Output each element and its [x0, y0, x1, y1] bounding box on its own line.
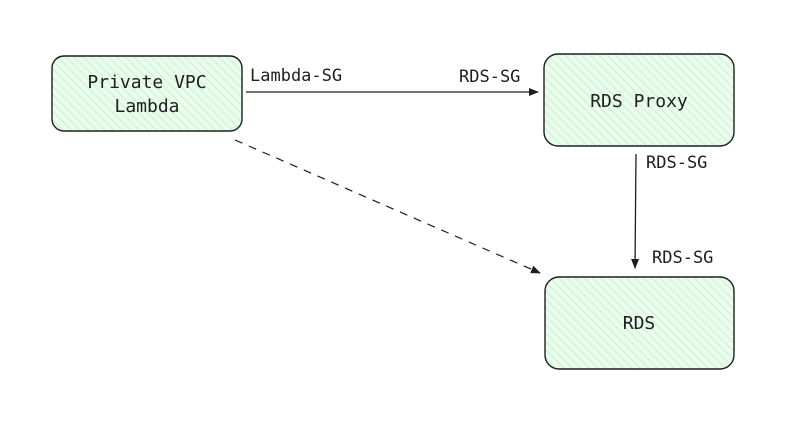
edge-lambda-to-rds-dashed: [234, 139, 541, 274]
edge-label-lambda-sg: Lambda-SG: [250, 66, 342, 86]
node-rds-proxy: RDS Proxy: [543, 53, 735, 147]
edge-label-rds-sg-rds-in: RDS-SG: [652, 248, 713, 268]
edge-proxy-to-rds: [631, 153, 640, 269]
edge-label-rds-sg-proxy-in: RDS-SG: [459, 67, 520, 87]
node-label-line2: Lambda: [114, 96, 179, 117]
node-box: [543, 53, 735, 147]
node-rds: RDS: [544, 276, 735, 370]
edge-label-rds-sg-proxy-out: RDS-SG: [646, 153, 707, 173]
node-private-vpc-lambda: Private VPC Lambda: [51, 55, 243, 132]
node-label: RDS Proxy: [590, 91, 688, 112]
node-box: [51, 55, 243, 132]
node-box: [544, 276, 735, 370]
node-label-line1: Private VPC: [87, 72, 206, 93]
node-label: RDS: [623, 313, 656, 334]
